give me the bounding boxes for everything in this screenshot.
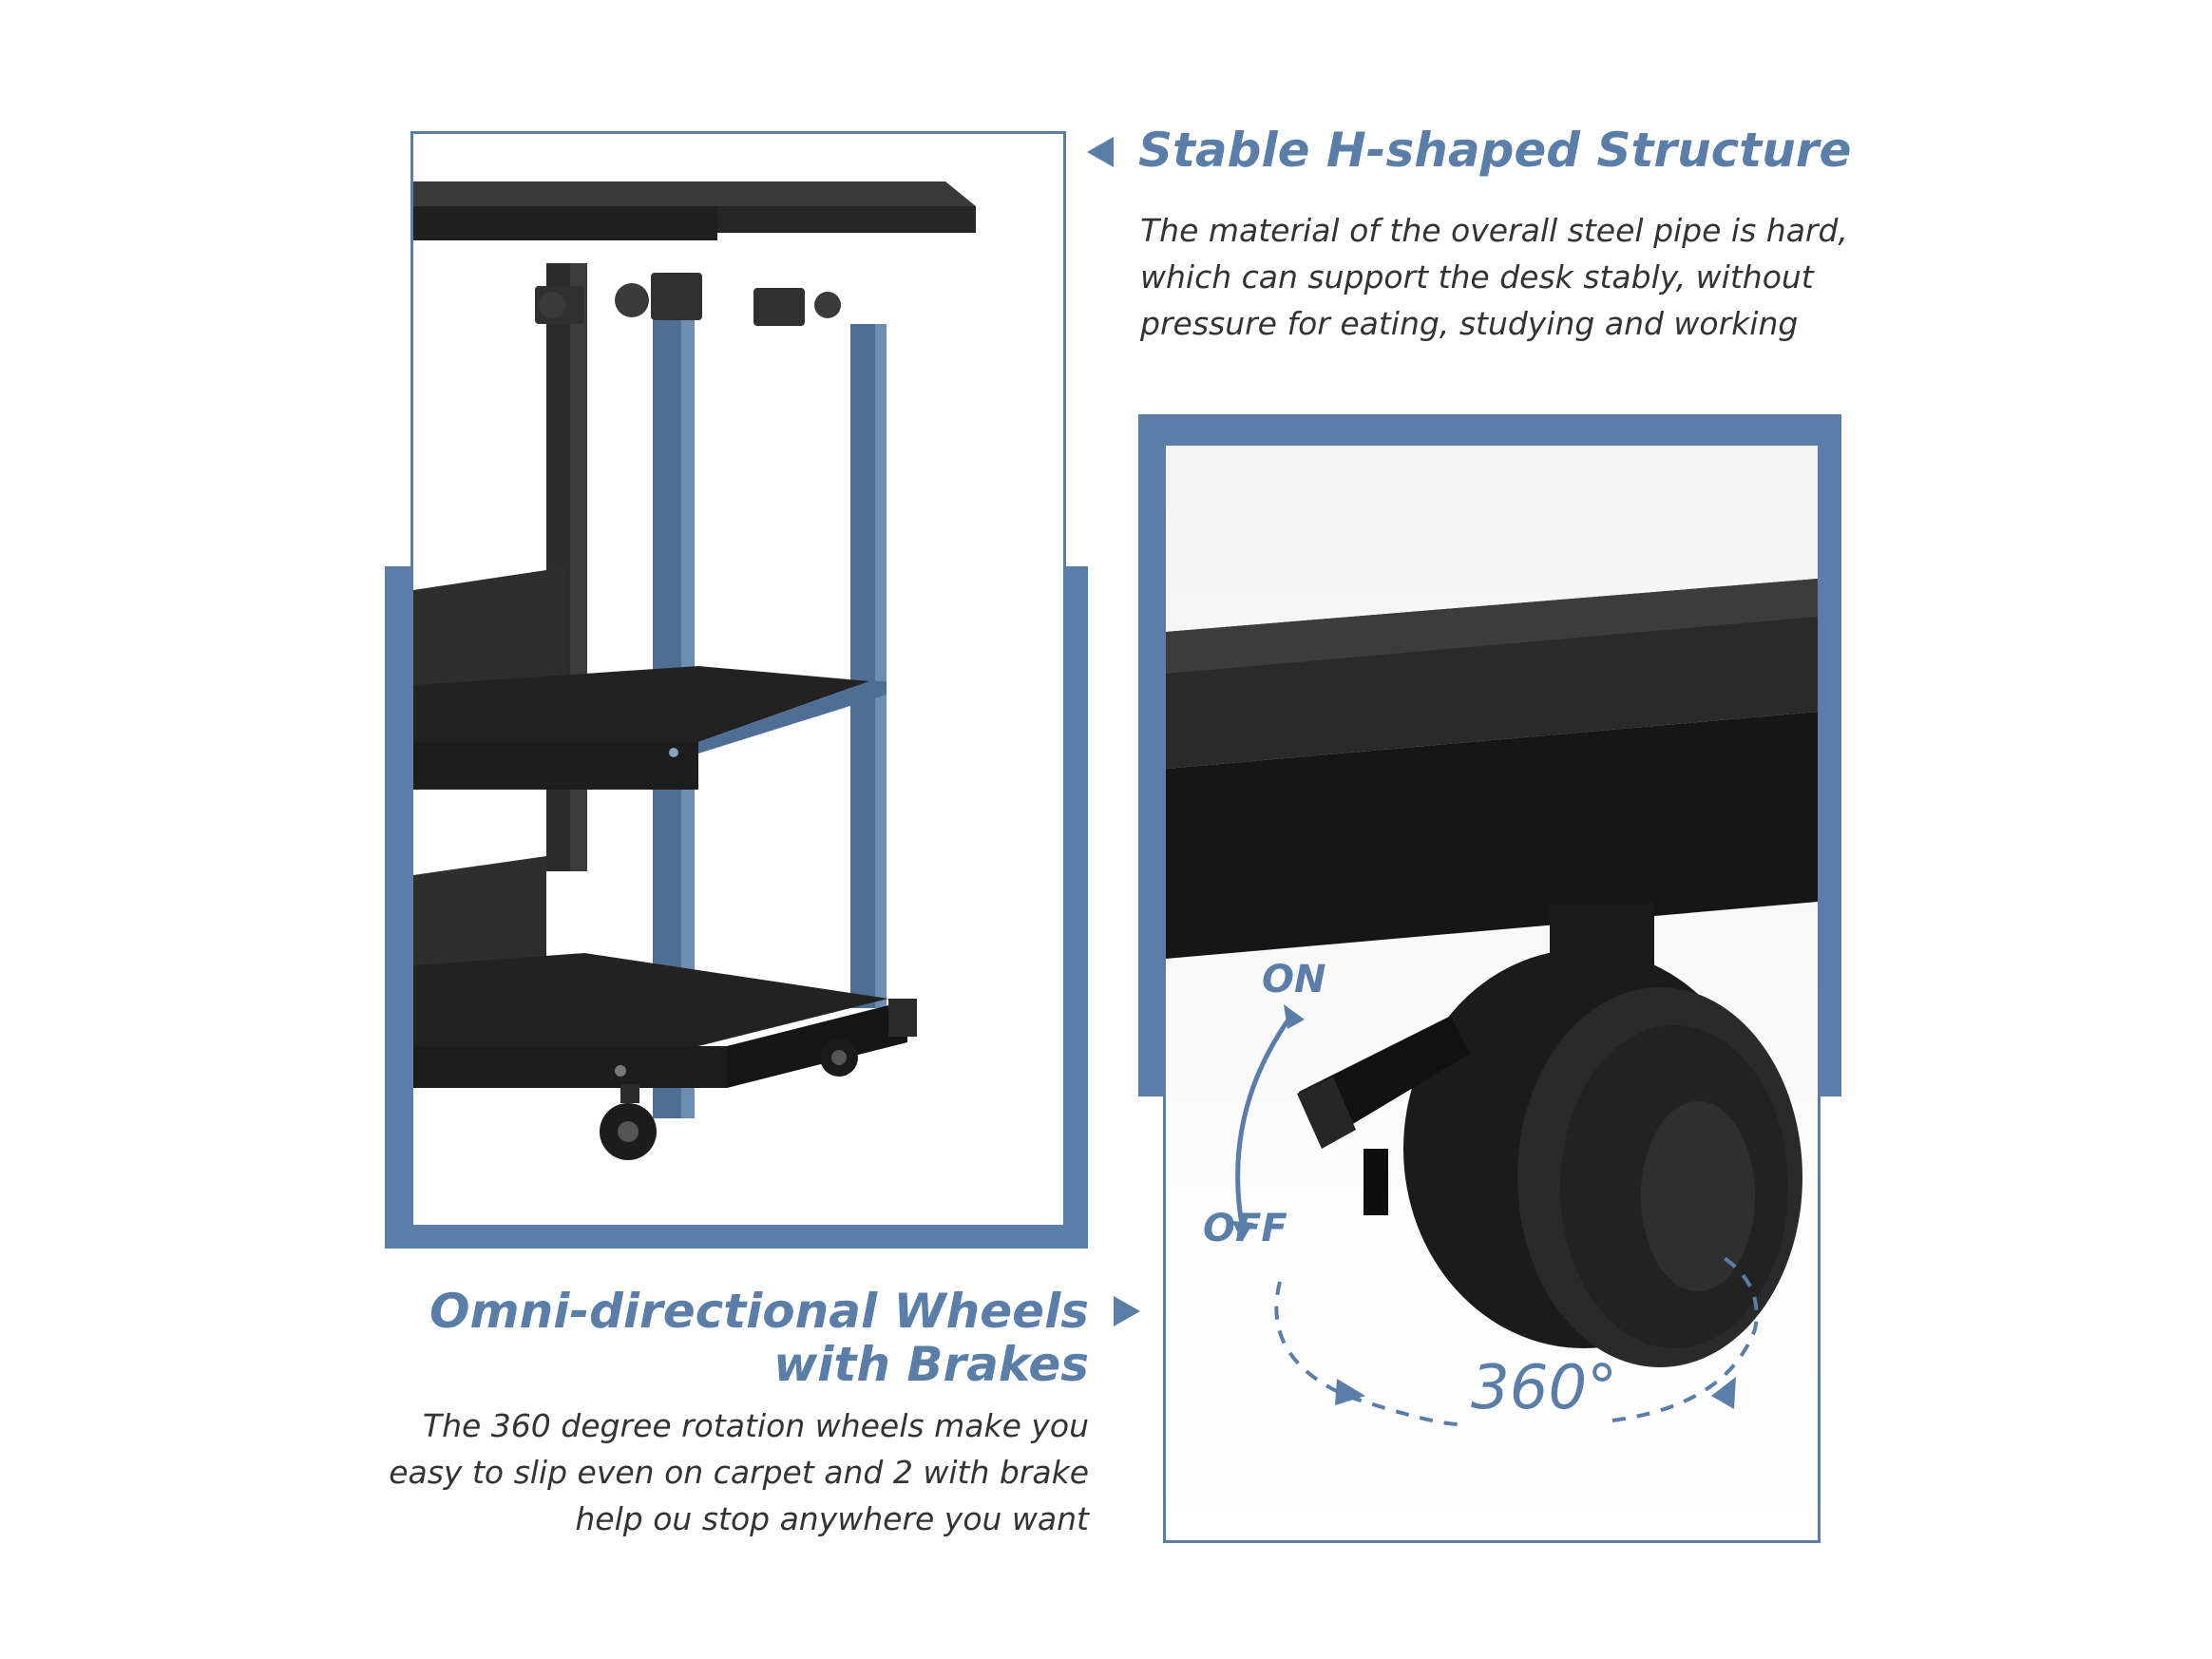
feature-2-description-line: easy to slip even on carpet and 2 with b… xyxy=(389,1454,1089,1491)
brake-on-label: ON xyxy=(1262,958,1326,1001)
feature-1-description-line: pressure for eating, studying and workin… xyxy=(1140,305,1799,342)
wheel-closeup-photo xyxy=(1163,443,1821,1543)
feature-2-heading-line: with Brakes xyxy=(773,1337,1089,1392)
feature-1-description-line: which can support the desk stably, witho… xyxy=(1140,258,1814,296)
table-structure-photo xyxy=(410,131,1066,1228)
feature-2-description-line: help ou stop anywhere you want xyxy=(575,1500,1089,1537)
feature-1-description: The material of the overall steel pipe i… xyxy=(1140,207,1848,347)
feature-2-heading: Omni-directional Wheels with Brakes xyxy=(429,1285,1089,1391)
table-structure-illustration xyxy=(413,134,1063,1225)
feature-2-heading-line: Omni-directional Wheels xyxy=(429,1284,1089,1339)
wheel-closeup-illustration xyxy=(1166,446,1818,1540)
triangle-left-icon xyxy=(1087,137,1114,167)
brake-off-label: OFF xyxy=(1203,1207,1287,1250)
feature-1-heading: Stable H-shaped Structure xyxy=(1138,123,1852,178)
feature-1-description-line: The material of the overall steel pipe i… xyxy=(1140,212,1848,249)
feature-2-description: The 360 degree rotation wheels make you … xyxy=(389,1402,1089,1542)
triangle-right-icon xyxy=(1114,1296,1140,1326)
rotation-degree-label: 360° xyxy=(1471,1353,1618,1423)
feature-2-description-line: The 360 degree rotation wheels make you xyxy=(422,1407,1089,1444)
